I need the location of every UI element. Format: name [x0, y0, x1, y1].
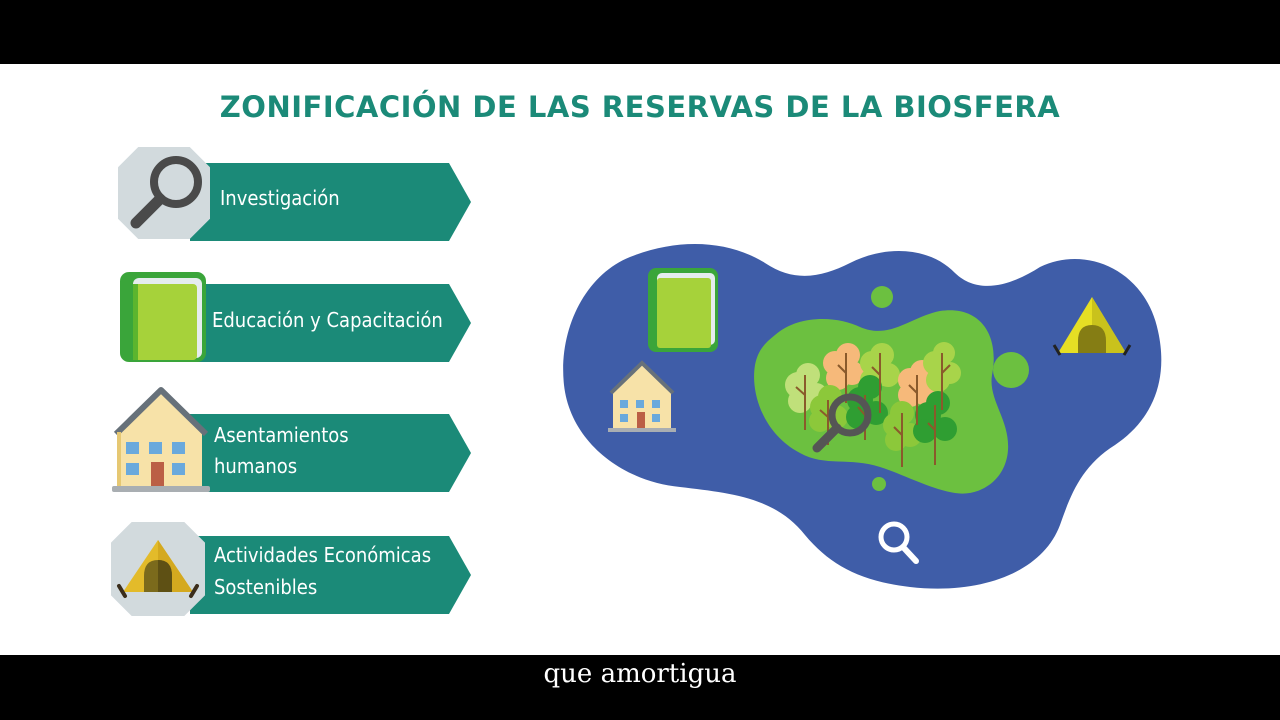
legend-banner: Investigación — [190, 163, 471, 241]
tent-icon — [117, 540, 199, 598]
slide: ZONIFICACIÓN DE LAS RESERVAS DE LA BIOSF… — [0, 64, 1280, 655]
legend-label: humanos — [214, 454, 298, 478]
magnifier-icon — [812, 393, 872, 453]
legend-label: Educación y Capacitación — [212, 308, 443, 332]
house-icon — [112, 387, 210, 492]
letterbox-top — [0, 0, 1280, 64]
buffer-zone-dot — [872, 477, 886, 491]
legend-label: Sostenibles — [214, 575, 318, 599]
legend-banner: Actividades Económicas Sostenibles — [190, 536, 471, 614]
tent-icon — [1052, 297, 1132, 356]
subtitle-bar: que amortigua — [0, 655, 1280, 720]
buffer-zone-dot — [871, 286, 893, 308]
house-icon — [608, 360, 676, 432]
book-icon — [120, 272, 206, 362]
subtitle-caption: que amortigua — [543, 659, 737, 689]
forest-icon — [785, 342, 961, 467]
buffer-zone-dot — [993, 352, 1029, 388]
legend-banner: Educación y Capacitación — [190, 284, 471, 362]
magnifier-outline-icon — [878, 521, 919, 564]
magnifier-icon — [130, 156, 202, 229]
book-icon — [648, 268, 718, 352]
legend-banner: Asentamientos humanos — [190, 414, 471, 492]
legend-label: Asentamientos — [214, 423, 349, 447]
legend-label: Actividades Económicas — [214, 543, 432, 567]
biosphere-zoning-map — [563, 244, 1162, 589]
legend-label: Investigación — [220, 186, 340, 210]
slide-title: ZONIFICACIÓN DE LAS RESERVAS DE LA BIOSF… — [219, 90, 1061, 124]
